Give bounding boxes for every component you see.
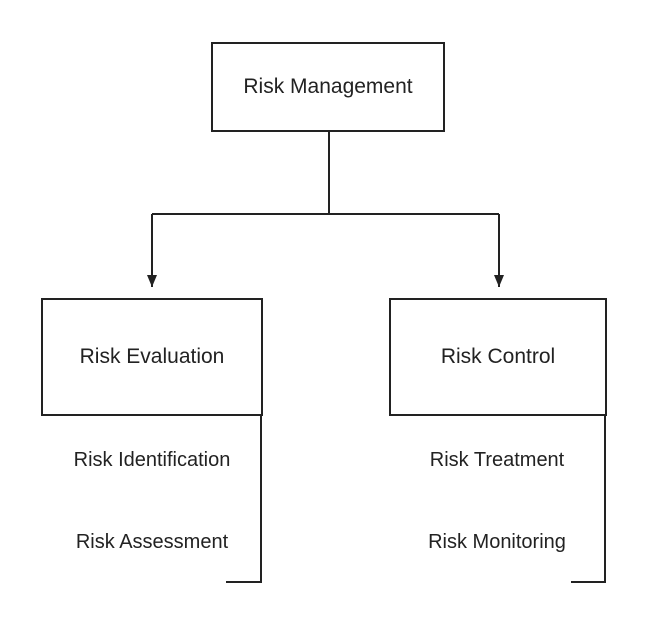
- bracket-risk-control: [571, 415, 606, 583]
- node-risk-control: Risk Control: [389, 298, 607, 416]
- item-risk-assessment: Risk Assessment: [75, 531, 229, 553]
- node-risk-evaluation-label: Risk Evaluation: [79, 345, 225, 368]
- item-risk-treatment: Risk Treatment: [429, 449, 565, 471]
- node-risk-evaluation: Risk Evaluation: [41, 298, 263, 416]
- node-risk-management-label: Risk Management: [243, 75, 413, 98]
- node-risk-control-label: Risk Control: [440, 345, 556, 368]
- bracket-risk-evaluation: [226, 415, 262, 583]
- item-risk-monitoring: Risk Monitoring: [428, 531, 566, 553]
- node-risk-management: Risk Management: [211, 42, 445, 132]
- item-risk-identification: Risk Identification: [73, 449, 231, 471]
